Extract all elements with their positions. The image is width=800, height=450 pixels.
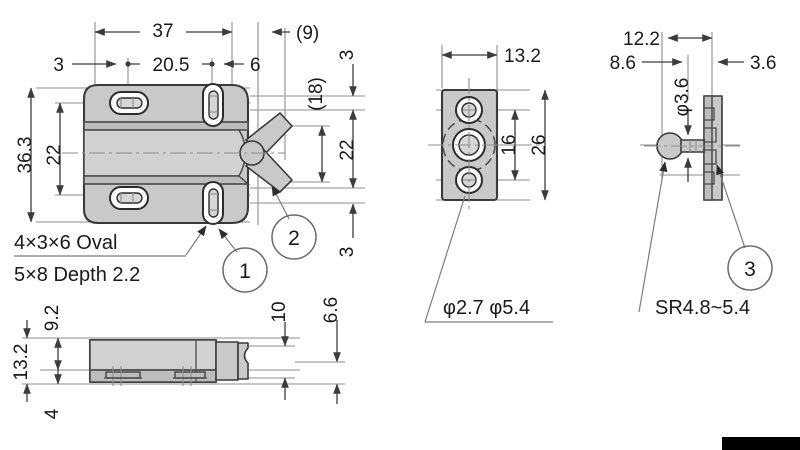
- dim-9-2-label: 9.2: [42, 305, 63, 331]
- oval-hole-top-left: [109, 91, 149, 115]
- dim-6-label: 6: [250, 55, 261, 76]
- dim-hole-pitch: 20.5: [125, 50, 215, 76]
- dim-right-hole-offset: 6: [223, 55, 261, 76]
- note-oval-label: 4×3×6 Oval: [14, 232, 117, 254]
- dim-13-2-end-label: 13.2: [504, 46, 541, 67]
- end-view: 13.2 16 26 φ2.7 φ5.4: [424, 45, 553, 323]
- dim-section-overall: 12.2: [623, 29, 713, 50]
- dim-edge-bottom: 3: [337, 203, 358, 258]
- dim-3-bottom-label: 3: [337, 247, 358, 258]
- footer-black-bar: [722, 437, 800, 450]
- oval-hole-top-right: [202, 83, 224, 127]
- balloon-3: 3: [716, 164, 773, 291]
- dim-thickness-lower: 4: [42, 370, 63, 419]
- side-view-body: [88, 338, 249, 386]
- front-view-notes: 4×3×6 Oval 5×8 Depth 2.2: [14, 225, 207, 286]
- dim-overall-width: 37: [94, 18, 233, 42]
- dim-10-label: 10: [269, 301, 290, 322]
- dim-thickness-total: 13.2: [11, 320, 32, 402]
- dim-section-right-offset: 3.6: [717, 53, 776, 74]
- dim-12-2-label: 12.2: [623, 29, 660, 50]
- dim-center-span: 22: [337, 109, 358, 189]
- dim-18-label: (18): [306, 77, 327, 111]
- note-depth-label: 5×8 Depth 2.2: [14, 264, 140, 286]
- dim-edge-top: 3: [337, 50, 358, 97]
- dim-nose-offset: 6.6: [295, 297, 345, 404]
- dim-bracket-offset: (9): [271, 23, 319, 44]
- dim-left-hole-offset: 3: [53, 55, 117, 76]
- dim-20-5-label: 20.5: [153, 55, 190, 76]
- dim-9-label: (9): [296, 23, 319, 44]
- section-view: 12.2 8.6 3.6 φ3.6 SR4.8~5.4 3: [610, 29, 777, 319]
- front-view: 37 (9) 3 20.5 6 36.3: [14, 18, 365, 293]
- dim-26-label: 26: [529, 134, 550, 155]
- dim-thickness-upper: 9.2: [42, 305, 63, 371]
- dim-3-6-right-label: 3.6: [750, 53, 776, 74]
- dim-end-width: 13.2: [441, 46, 541, 67]
- dim-inner-pitch: 16: [499, 109, 520, 181]
- dim-8-6-label: 8.6: [610, 53, 636, 74]
- dim-3-top-label: 3: [337, 50, 358, 61]
- note-holes-label: φ2.7 φ5.4: [443, 297, 530, 319]
- balloon-3-label: 3: [744, 258, 756, 281]
- dim-4-label: 4: [42, 408, 63, 419]
- dim-6-6-label: 6.6: [321, 297, 342, 323]
- dim-end-height: 26: [529, 89, 550, 201]
- oval-hole-bottom-right: [202, 181, 224, 225]
- side-view: 13.2 9.2 4 10 6.6: [11, 297, 345, 419]
- balloon-1: 1: [218, 228, 268, 293]
- dim-16-label: 16: [499, 134, 520, 155]
- dim-36-3-label: 36.3: [15, 137, 36, 174]
- dim-37-label: 37: [152, 21, 173, 42]
- dim-nose-height: 10: [269, 301, 290, 400]
- balloon-2: 2: [271, 185, 317, 260]
- dim-section-left-offset: 8.6: [610, 53, 683, 74]
- dim-hole-span-vertical: 22: [44, 102, 65, 196]
- dim-13-2-side-label: 13.2: [11, 344, 32, 381]
- note-radius-label: SR4.8~5.4: [655, 297, 750, 319]
- oval-hole-bottom-left: [109, 186, 149, 210]
- dim-wing-height: (18): [306, 77, 327, 183]
- dim-3-left-label: 3: [53, 55, 64, 76]
- dim-overall-height: 36.3: [15, 87, 84, 223]
- balloon-2-label: 2: [288, 227, 300, 250]
- front-view-wing-bracket: [239, 112, 293, 193]
- dim-pin-diameter: φ3.6: [672, 78, 693, 182]
- dim-phi-3-6-label: φ3.6: [672, 78, 693, 117]
- dim-22-right-label: 22: [337, 139, 358, 160]
- front-view-oval-holes: [109, 83, 224, 225]
- end-view-hole-note: φ2.7 φ5.4: [424, 195, 553, 323]
- end-view-body: [428, 78, 540, 212]
- dim-22-left-label: 22: [44, 144, 65, 165]
- section-view-radius-note: SR4.8~5.4: [638, 161, 750, 319]
- balloon-1-label: 1: [239, 260, 251, 283]
